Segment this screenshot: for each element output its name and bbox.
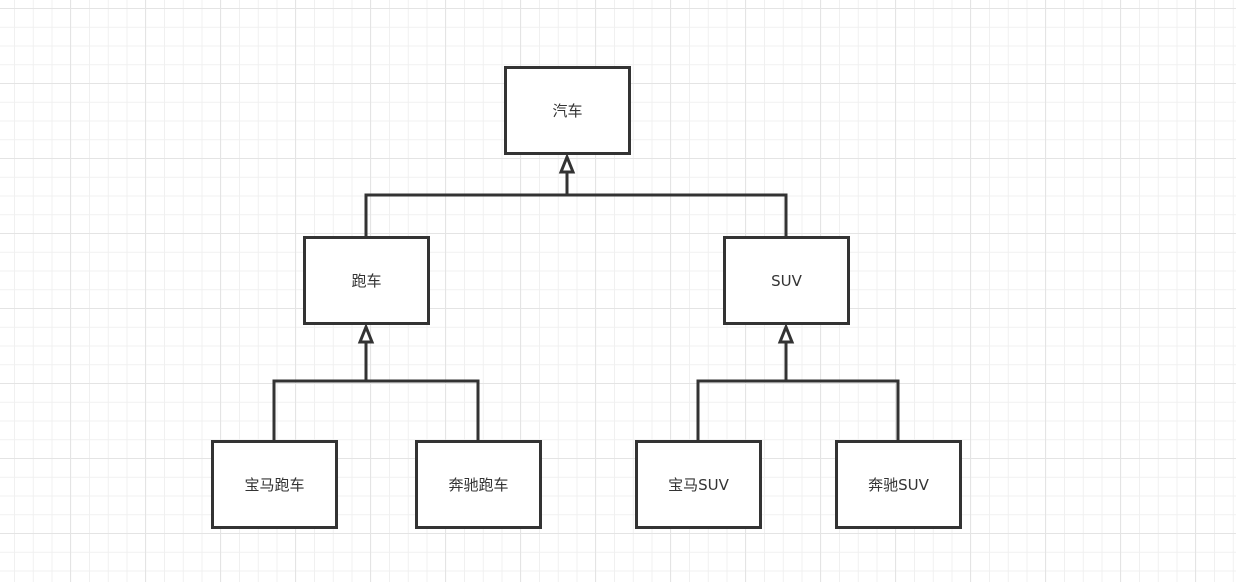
node-benz-sports-car[interactable]: 奔驰跑车 xyxy=(415,440,542,529)
node-label: 宝马SUV xyxy=(668,476,729,494)
edge-benz-sports-to-sports[interactable] xyxy=(366,379,480,440)
node-label: 跑车 xyxy=(351,272,382,290)
edge-sports-to-car[interactable] xyxy=(364,170,569,236)
node-bmw-sports-car[interactable]: 宝马跑车 xyxy=(211,440,338,529)
node-benz-suv[interactable]: 奔驰SUV xyxy=(835,440,962,529)
node-label: 宝马跑车 xyxy=(244,476,305,494)
edge-benz-suv-to-suv[interactable] xyxy=(786,379,900,440)
node-label: 汽车 xyxy=(552,102,583,120)
node-suv[interactable]: SUV xyxy=(723,236,850,325)
inheritance-arrow-icon xyxy=(777,322,795,344)
node-car[interactable]: 汽车 xyxy=(504,66,631,155)
node-label: 奔驰SUV xyxy=(868,476,929,494)
edge-bmw-sports-to-sports[interactable] xyxy=(272,340,368,440)
node-label: 奔驰跑车 xyxy=(448,476,509,494)
inheritance-arrow-icon xyxy=(558,152,576,174)
inheritance-arrow-icon xyxy=(357,322,375,344)
node-sports-car[interactable]: 跑车 xyxy=(303,236,430,325)
node-bmw-suv[interactable]: 宝马SUV xyxy=(635,440,762,529)
edge-suv-to-car[interactable] xyxy=(567,193,788,236)
edge-bmw-suv-to-suv[interactable] xyxy=(696,340,788,440)
node-label: SUV xyxy=(771,271,802,290)
